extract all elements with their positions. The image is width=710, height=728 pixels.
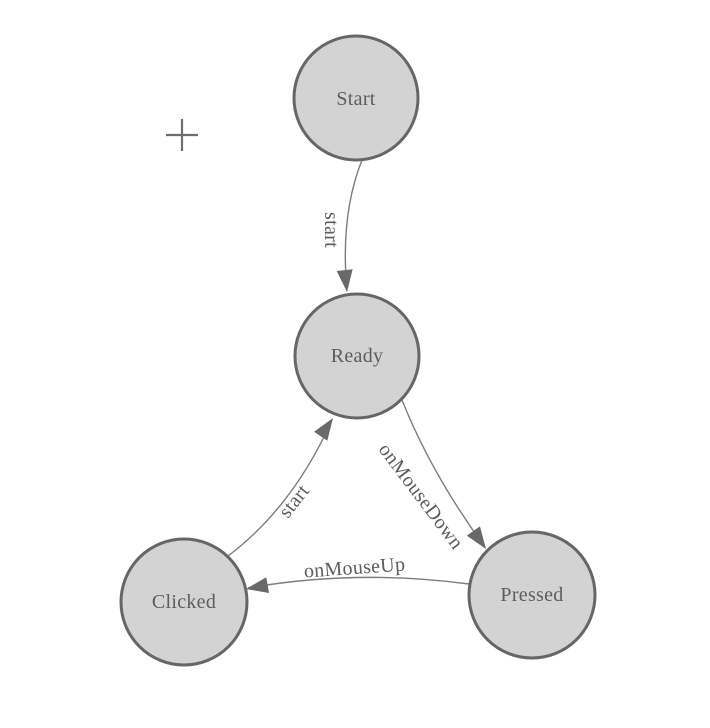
arrowhead-icon [246, 577, 270, 594]
state-node-ready-circle[interactable] [293, 292, 421, 420]
state-node-clicked[interactable]: Clicked [119, 537, 249, 667]
state-node-pressed-label: Pressed [500, 584, 563, 606]
state-node-ready-label: Ready [331, 345, 384, 367]
arrowhead-icon [336, 269, 353, 292]
state-node-clicked-circle[interactable] [119, 537, 249, 667]
arrowhead-icon [466, 526, 486, 549]
edge-clicked-to-ready[interactable]: start [227, 414, 340, 557]
edge-line-ready-to-pressed[interactable] [401, 399, 486, 548]
state-node-ready[interactable]: Ready [293, 292, 421, 420]
edge-label-onmousedown: onMouseDown [374, 439, 468, 553]
arrowhead-icon [314, 418, 333, 441]
edge-start-to-ready[interactable]: start [320, 159, 363, 293]
edge-label-start-2: start [275, 480, 315, 522]
state-node-pressed[interactable]: Pressed [467, 530, 597, 660]
state-node-clicked-label: Clicked [152, 591, 216, 613]
canvas-cross-icon [166, 119, 198, 151]
state-node-pressed-circle[interactable] [467, 530, 597, 660]
state-node-start-circle[interactable] [292, 34, 420, 162]
edge-pressed-to-clicked[interactable]: onMouseUp [245, 553, 470, 596]
edge-line-clicked-to-ready[interactable] [227, 419, 333, 557]
state-node-start-label: Start [336, 88, 375, 110]
edge-line-pressed-to-clicked[interactable] [247, 576, 470, 589]
edge-ready-to-pressed[interactable]: onMouseDown [374, 399, 493, 554]
edge-label-start: start [320, 212, 342, 248]
state-node-start[interactable]: Start [292, 34, 420, 162]
